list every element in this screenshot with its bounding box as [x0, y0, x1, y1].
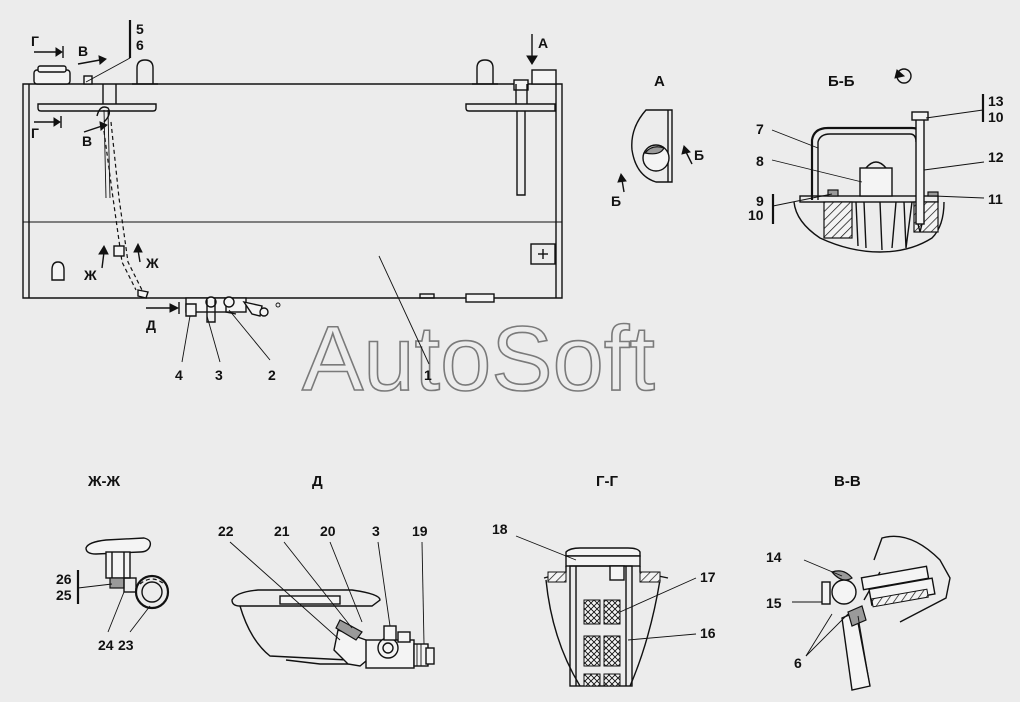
svg-text:5: 5	[136, 21, 144, 37]
svg-text:15: 15	[766, 595, 782, 611]
svg-text:4: 4	[175, 367, 183, 383]
svg-text:25: 25	[56, 587, 72, 603]
svg-text:В: В	[82, 133, 92, 149]
plus-box-icon	[530, 243, 556, 265]
svg-text:Ж: Ж	[83, 267, 97, 283]
svg-text:Ж-Ж: Ж-Ж	[87, 473, 121, 490]
svg-text:Б: Б	[611, 193, 621, 209]
svg-text:14: 14	[766, 549, 782, 565]
svg-text:18: 18	[492, 521, 508, 537]
section-bb: Б-Б 7 8 9 10 11	[748, 68, 1004, 253]
tank-strap-right	[465, 103, 556, 112]
svg-text:1: 1	[424, 367, 432, 383]
watermark-text: AutoSoft	[302, 308, 655, 410]
svg-text:21: 21	[274, 523, 290, 539]
section-zh: Ж-Ж 26 25 24 23	[56, 473, 170, 653]
section-vv: В-В 14 15 6	[766, 473, 951, 691]
view-d: Д 22 21 20 3 19	[218, 473, 435, 669]
lifting-eye-left	[136, 59, 154, 84]
svg-text:2: 2	[268, 367, 276, 383]
cut-indicators-main: 5 6 Г В Г В А Ж Ж Д	[31, 20, 548, 333]
view-a: А Б Б	[611, 73, 704, 209]
svg-text:11: 11	[988, 191, 1003, 207]
svg-text:8: 8	[756, 153, 764, 169]
svg-text:17: 17	[700, 569, 716, 585]
svg-text:13: 13	[988, 93, 1004, 109]
svg-text:3: 3	[372, 523, 380, 539]
drain-valve	[185, 303, 197, 317]
tank-body	[22, 83, 563, 299]
svg-text:А: А	[538, 35, 548, 51]
svg-text:Д: Д	[146, 317, 156, 333]
svg-text:Г: Г	[31, 125, 39, 141]
hatched-block-left	[823, 201, 853, 239]
svg-text:6: 6	[794, 655, 802, 671]
main-tank-view	[22, 59, 563, 323]
svg-text:Б-Б: Б-Б	[828, 73, 855, 90]
svg-text:Д: Д	[312, 473, 323, 490]
svg-text:В: В	[78, 43, 88, 59]
filter-mesh	[583, 599, 601, 625]
svg-text:6: 6	[136, 37, 144, 53]
svg-text:В-В: В-В	[834, 473, 861, 490]
svg-text:3: 3	[215, 367, 223, 383]
svg-text:16: 16	[700, 625, 716, 641]
svg-text:Г-Г: Г-Г	[596, 473, 618, 490]
svg-text:22: 22	[218, 523, 234, 539]
svg-text:А: А	[654, 73, 665, 90]
svg-text:9: 9	[756, 193, 764, 209]
rotation-arrow-icon	[894, 68, 912, 84]
svg-text:Г: Г	[31, 33, 39, 49]
main-callouts: 1 2 3 4	[175, 255, 432, 383]
svg-text:24: 24	[98, 637, 114, 653]
svg-text:7: 7	[756, 121, 764, 137]
lifting-eye-right	[476, 59, 494, 84]
svg-text:26: 26	[56, 571, 72, 587]
svg-text:23: 23	[118, 637, 134, 653]
svg-text:20: 20	[320, 523, 336, 539]
section-gg: Г-Г 18 17 16	[492, 473, 716, 687]
svg-text:Б: Б	[694, 147, 704, 163]
svg-text:19: 19	[412, 523, 428, 539]
svg-text:12: 12	[988, 149, 1004, 165]
svg-text:10: 10	[988, 109, 1004, 125]
svg-text:10: 10	[748, 207, 764, 223]
tank-strap-left	[37, 103, 157, 112]
svg-text:Ж: Ж	[145, 255, 159, 271]
